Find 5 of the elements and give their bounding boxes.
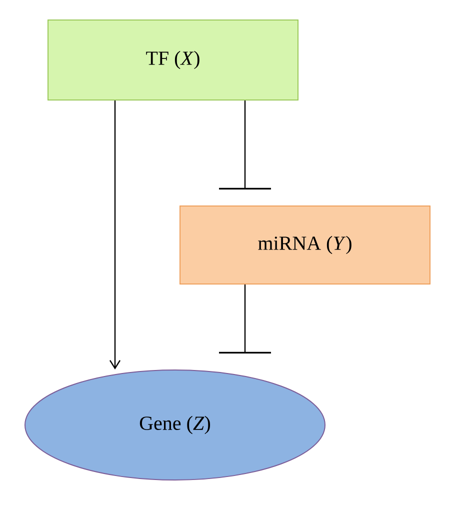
arrow xyxy=(110,100,120,370)
inhibition-arrow xyxy=(219,100,271,190)
process-box: TF (X) xyxy=(48,20,298,100)
process-box: miRNA (Y) xyxy=(180,206,430,284)
inhibition-arrow xyxy=(219,284,271,354)
